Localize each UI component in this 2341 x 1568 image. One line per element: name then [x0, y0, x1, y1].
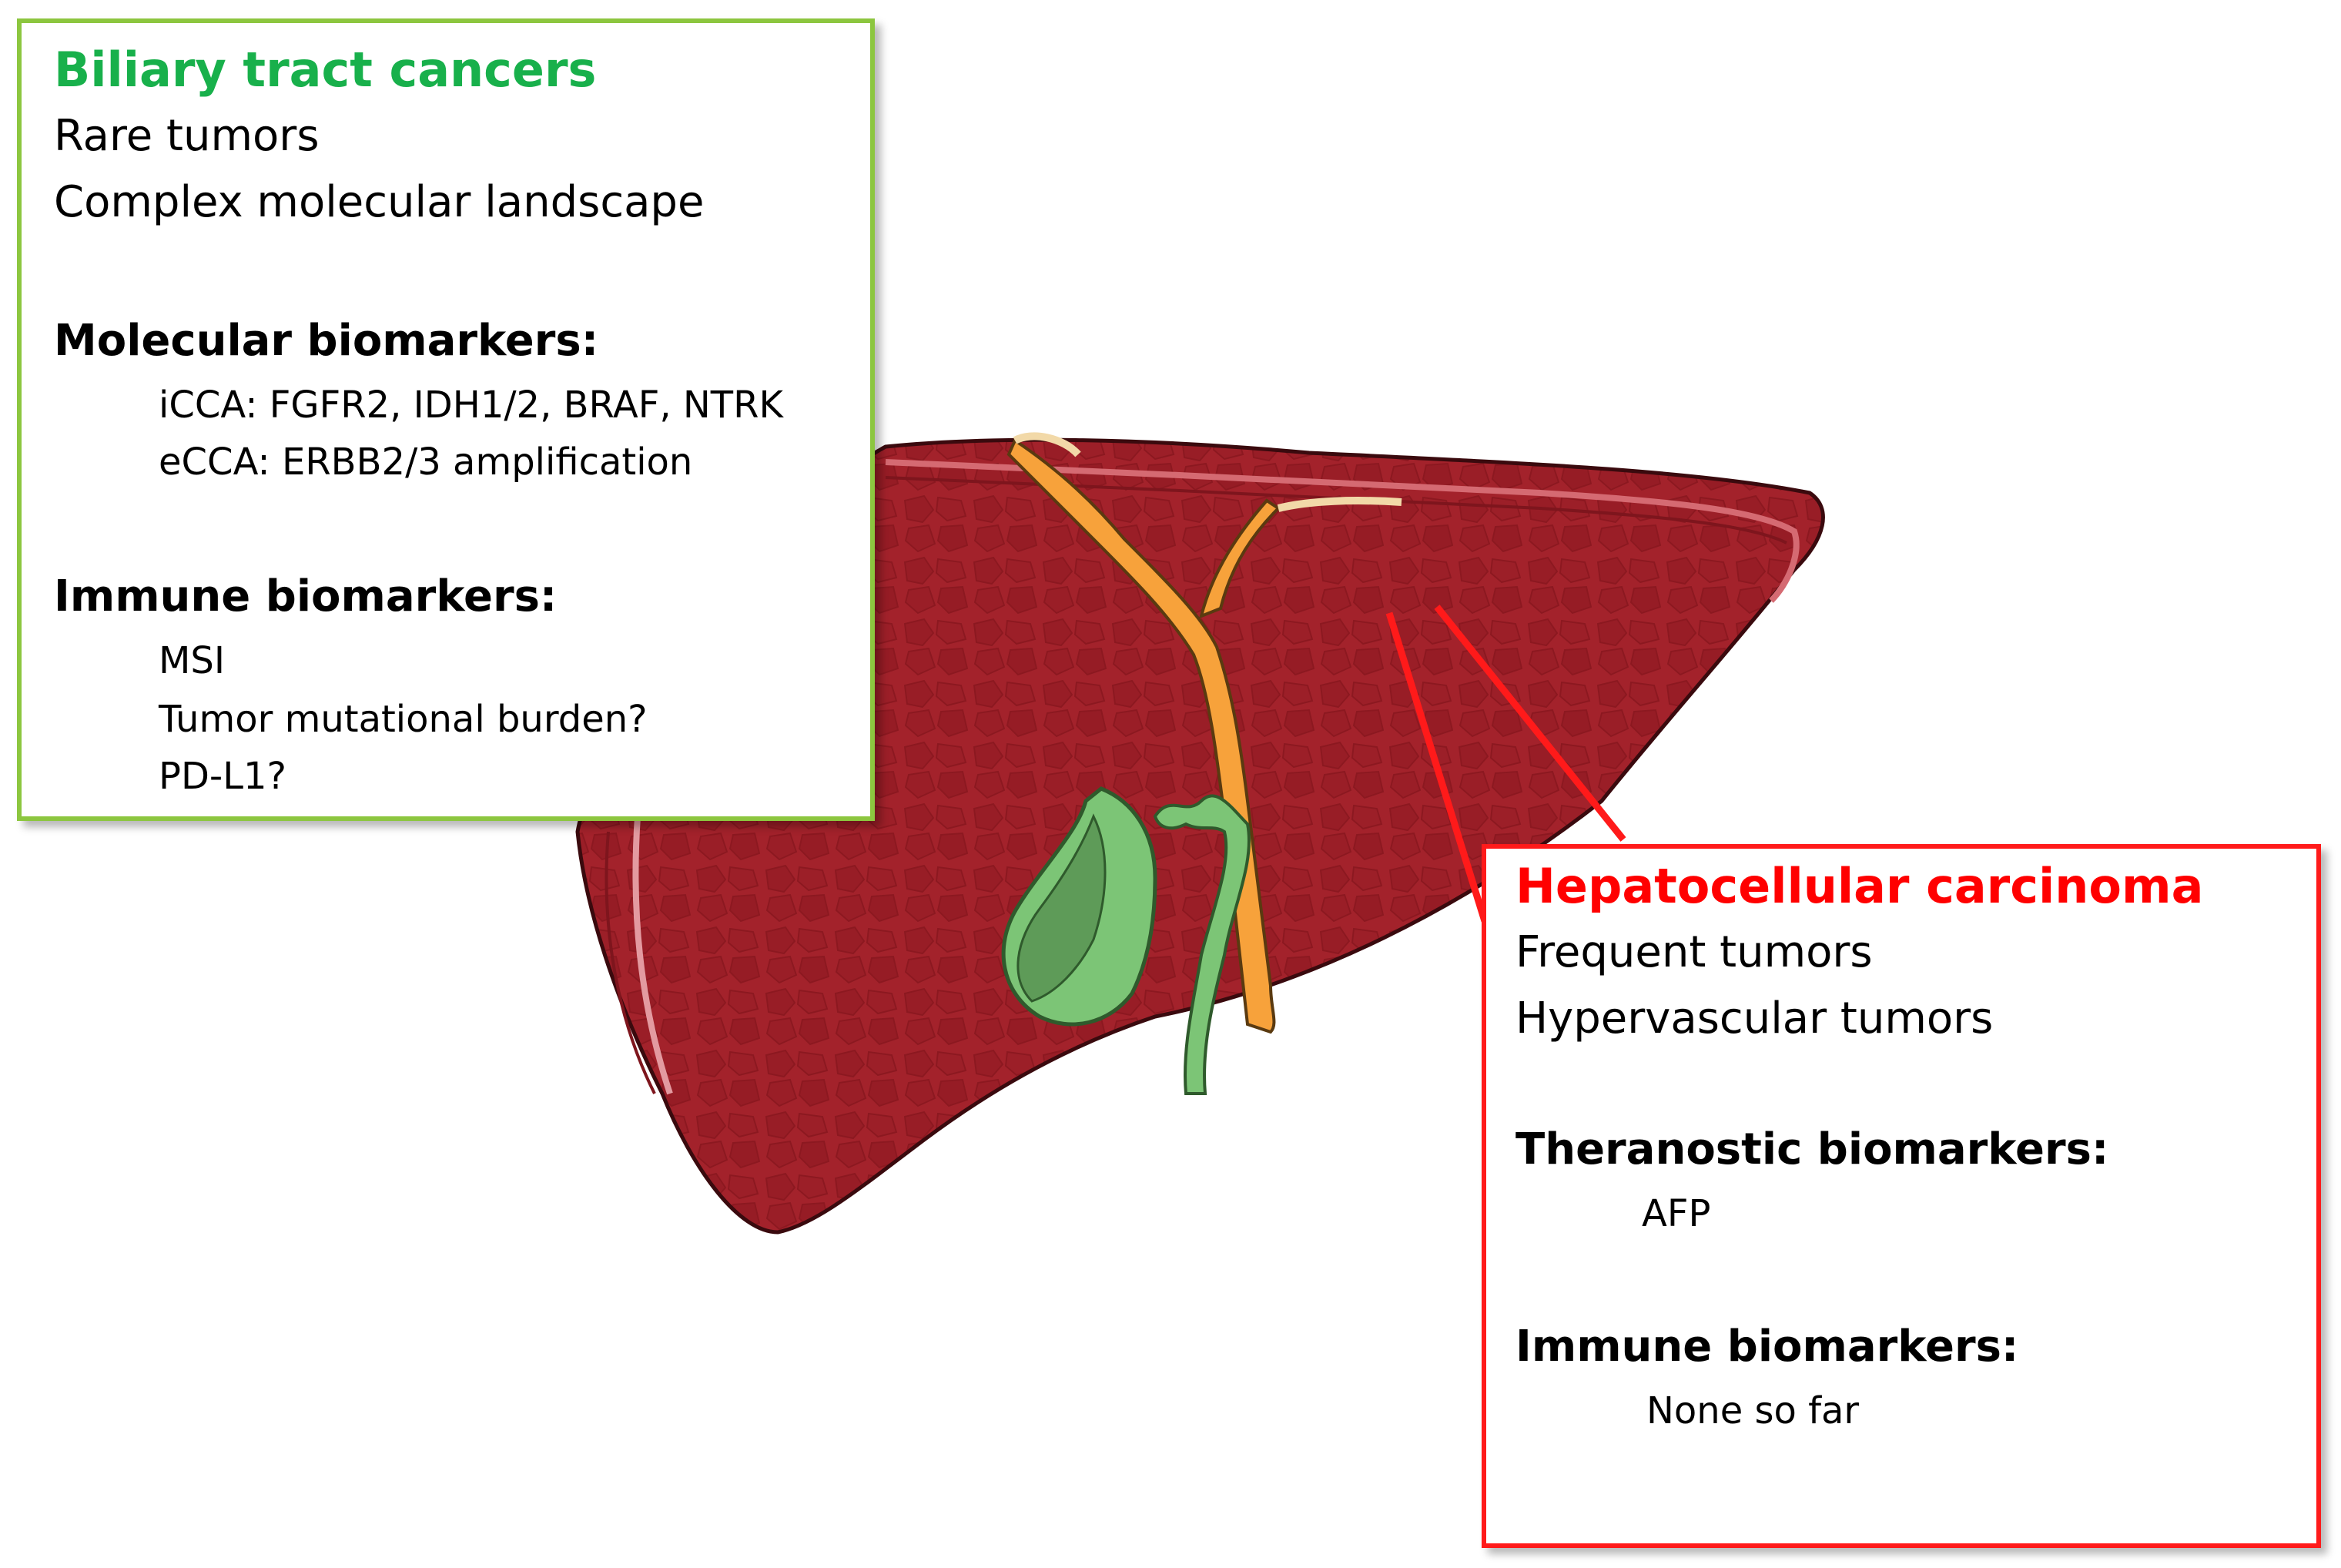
biliary-title: Biliary tract cancers [54, 42, 597, 98]
biliary-tract-callout: Biliary tract cancers Rare tumors Comple… [17, 18, 875, 821]
hcc-line-frequent: Frequent tumors [1515, 927, 1873, 977]
biliary-line-rare: Rare tumors [54, 111, 320, 161]
hcc-immune-biomarkers-heading: Immune biomarkers: [1515, 1322, 2019, 1372]
immune-biomarker-item: MSI [159, 639, 226, 682]
biliary-line-complex: Complex molecular landscape [54, 177, 705, 227]
gallbladder-icon [1001, 786, 1251, 1095]
immune-biomarker-item: Tumor mutational burden? [159, 698, 648, 741]
hcc-line-hypervascular: Hypervascular tumors [1515, 993, 1994, 1044]
hcc-title: Hepatocellular carcinoma [1515, 858, 2204, 914]
molecular-biomarker-item: iCCA: FGFR2, IDH1/2, BRAF, NTRK [159, 384, 783, 427]
immune-biomarker-item: PD-L1? [159, 755, 286, 798]
hcc-connector-lines [1385, 605, 1626, 923]
hepatocellular-carcinoma-callout: Hepatocellular carcinoma Frequent tumors… [1482, 844, 2321, 1548]
hcc-immune-biomarker-item: None so far [1646, 1389, 1860, 1432]
molecular-biomarker-item: eCCA: ERBB2/3 amplification [159, 441, 693, 484]
bile-duct-icon [1006, 432, 1402, 1034]
theranostic-biomarker-item: AFP [1642, 1192, 1711, 1235]
molecular-biomarkers-heading: Molecular biomarkers: [54, 316, 599, 366]
theranostic-biomarkers-heading: Theranostic biomarkers: [1515, 1124, 2109, 1174]
immune-biomarkers-heading: Immune biomarkers: [54, 571, 558, 622]
